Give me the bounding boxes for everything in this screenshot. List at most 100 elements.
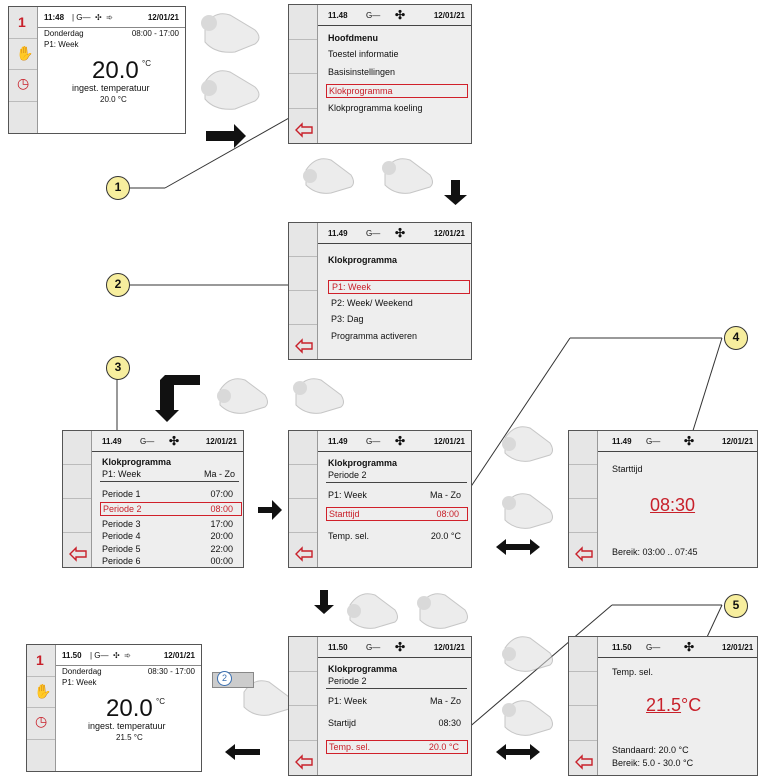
callout-3: 3 — [106, 356, 130, 380]
temp-sel-row[interactable]: Temp. sel. — [328, 531, 370, 541]
hand-press-icon — [382, 158, 433, 194]
period-6-time: 00:00 — [210, 556, 233, 566]
date: 12/01/21 — [163, 651, 195, 660]
period-4[interactable]: Periode 4 — [102, 531, 141, 541]
clock-time: 11.50 — [328, 643, 348, 652]
back-arrow-icon[interactable] — [295, 546, 313, 562]
program-row[interactable]: P1: Week — [328, 490, 367, 500]
back-arrow-icon[interactable] — [575, 754, 593, 770]
field-label: Starttijd — [612, 464, 643, 474]
hand-button[interactable]: ✋ — [27, 677, 55, 708]
fan-icon: ✣ — [395, 226, 406, 240]
button-2-label: 2 — [217, 671, 232, 686]
menu-item-klokprogramma-koeling[interactable]: Klokprogramma koeling — [328, 103, 423, 113]
temperature-unit: °C — [156, 697, 165, 706]
temperature: 20.0 — [92, 57, 139, 84]
program-number-button[interactable]: 1 — [9, 7, 37, 39]
date: 12/01/21 — [722, 437, 754, 446]
fan-icon: ✣ — [169, 434, 180, 448]
clock-time: 11.49 — [102, 437, 122, 446]
menu-item-basisinstellingen[interactable]: Basisinstellingen — [328, 67, 396, 77]
program-days: Ma - Zo — [429, 490, 461, 500]
time-range: 08:30 - 17:00 — [147, 667, 195, 676]
menu-item-p3-dag[interactable]: P3: Dag — [331, 314, 364, 324]
home-screen-2: 1 ✋ ◷ 11.50 | G— ✣ ➾ 12/01/21 Donderdag … — [26, 644, 202, 772]
temperature-label: ingest. temperatuur — [88, 721, 166, 731]
date: 12/01/21 — [433, 229, 465, 238]
hand-rotate-icon — [502, 426, 553, 462]
startijd-row[interactable]: Startijd — [328, 718, 357, 728]
screen-title: Klokprogramma — [328, 664, 398, 674]
period-1-time: 07:00 — [210, 489, 233, 499]
hand-button[interactable]: ✋ — [9, 39, 37, 70]
connection-icon: G— — [366, 229, 381, 238]
period-detail-screen-2: 11.50 G— ✣ 12/01/21 Klokprogramma Period… — [288, 636, 472, 776]
back-arrow-icon[interactable] — [295, 338, 313, 354]
period-3[interactable]: Periode 3 — [102, 519, 141, 529]
menu-item-p2-week-weekend[interactable]: P2: Week/ Weekend — [331, 298, 413, 308]
temperature-label: ingest. temperatuur — [72, 83, 150, 93]
hand-press-icon — [293, 378, 344, 414]
connection-icon: G— — [366, 643, 381, 652]
range-label: Bereik: 5.0 - 30.0 °C — [612, 758, 694, 768]
hand-rotate-icon — [303, 158, 354, 194]
program-days: Ma - Zo — [429, 696, 461, 706]
fan-icon: ✣ — [395, 640, 406, 654]
program-row[interactable]: P1: Week — [328, 696, 367, 706]
temp-sel-edit-screen: 11.50 G— ✣ 12/01/21 Temp. sel. 21.5°C St… — [568, 636, 758, 776]
menu-item-programma-activeren[interactable]: Programma activeren — [331, 331, 418, 341]
back-arrow-icon[interactable] — [295, 122, 313, 138]
hand-rotate-icon — [201, 13, 260, 53]
temp-value[interactable]: 21.5°C — [646, 695, 702, 715]
hand-icon: ✋ — [16, 44, 34, 61]
temperature: 20.0 — [106, 695, 153, 722]
connection-icon: G— — [646, 437, 661, 446]
time-range: 08:00 - 17:00 — [131, 29, 179, 38]
setpoint: 21.5 °C — [116, 733, 143, 742]
clock-icon: ◷ — [35, 713, 48, 729]
connection-icon: G— — [646, 643, 661, 652]
program-number-button[interactable]: 1 — [27, 645, 55, 677]
back-arrow-icon[interactable] — [295, 754, 313, 770]
clock-time: 11.49 — [328, 229, 348, 238]
menu-item-toestel-informatie[interactable]: Toestel informatie — [328, 49, 399, 59]
period-5[interactable]: Periode 5 — [102, 544, 141, 554]
back-arrow-icon[interactable] — [575, 546, 593, 562]
status-icons: | G— ✣ ➾ — [90, 651, 131, 660]
starttijd-value[interactable]: 08:30 — [650, 495, 696, 515]
hand-icon: ✋ — [34, 682, 52, 699]
temperature-unit: °C — [142, 59, 151, 68]
screen-title: Klokprogramma — [102, 457, 172, 467]
temp-sel-row[interactable]: Temp. sel. 20.0 °C — [326, 740, 468, 754]
clock-button[interactable]: ◷ — [27, 708, 55, 740]
hand-rotate-icon — [502, 636, 553, 672]
program: P1: Week — [44, 40, 79, 49]
home-screen: 1 ✋ ◷ 11:48 | G— ✣ ➾ 12/01/21 Donderdag … — [8, 6, 186, 134]
hand-press-icon — [502, 700, 553, 736]
period-3-time: 17:00 — [210, 519, 233, 529]
connection-icon: G— — [366, 11, 381, 20]
date: 12/01/21 — [147, 13, 179, 22]
menu-item-p1-week[interactable]: P1: Week — [328, 280, 470, 294]
hand-press-icon — [502, 493, 553, 529]
connection-icon: G— — [366, 437, 381, 446]
callout-1: 1 — [106, 176, 130, 200]
starttijd-edit-screen: 11.49 G— ✣ 12/01/21 Starttijd 08:30 Bere… — [568, 430, 758, 568]
starttijd-row[interactable]: Starttijd 08:00 — [326, 507, 468, 521]
clock-button[interactable]: ◷ — [9, 70, 37, 102]
period-6[interactable]: Periode 6 — [102, 556, 141, 566]
period-2-row[interactable]: Periode 2 08:00 — [100, 502, 242, 516]
periods-screen: 11.49 G— ✣ 12/01/21 Klokprogramma P1: We… — [62, 430, 244, 568]
status-icons: | G— ✣ ➾ — [72, 13, 113, 22]
fan-icon: ✣ — [684, 434, 695, 448]
back-arrow-icon[interactable] — [69, 546, 87, 562]
callout-4: 4 — [724, 326, 748, 350]
connection-icon: G— — [140, 437, 155, 446]
program-label: P1: Week — [102, 469, 141, 479]
clock-time: 11.49 — [612, 437, 632, 446]
hand-press-icon — [417, 593, 468, 629]
menu-item-klokprogramma[interactable]: Klokprogramma — [326, 84, 468, 98]
default-label: Standaard: 20.0 °C — [612, 745, 689, 755]
period-1[interactable]: Periode 1 — [102, 489, 141, 499]
screen-title: Klokprogramma — [328, 458, 398, 468]
